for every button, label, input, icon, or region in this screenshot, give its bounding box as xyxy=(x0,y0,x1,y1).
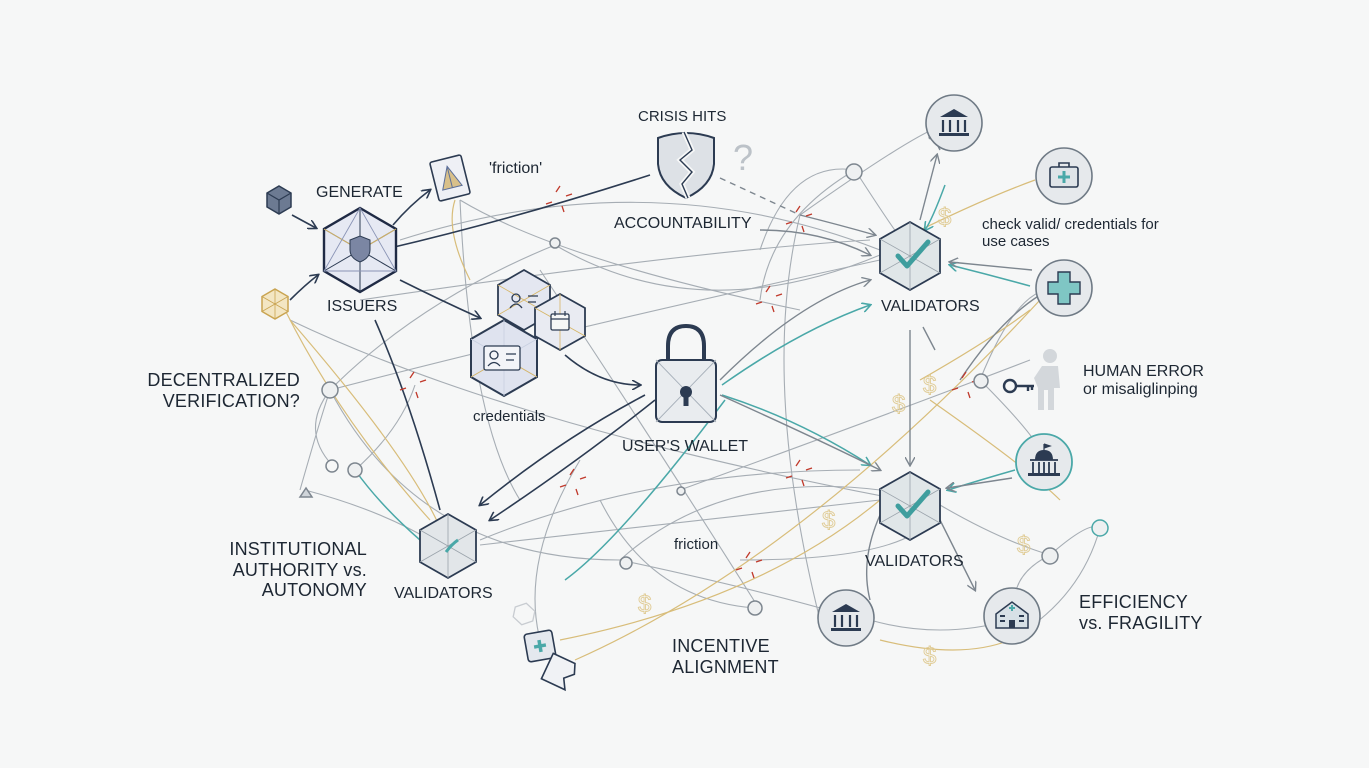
svg-text:$: $ xyxy=(938,204,951,231)
gold-hex-icon xyxy=(512,601,536,627)
svg-text:$: $ xyxy=(923,372,936,399)
person-key-icon xyxy=(1004,349,1060,410)
gray-arrows xyxy=(720,130,1040,600)
issuer-hexagon-icon xyxy=(324,208,396,292)
label-efficiency-fragility: EFFICIENCY vs. FRAGILITY xyxy=(1079,592,1203,633)
broken-shield-icon xyxy=(658,132,714,198)
label-institutional-authority: INSTITUTIONAL AUTHORITY vs. AUTONOMY xyxy=(200,539,367,601)
label-friction: friction xyxy=(674,536,718,553)
label-line: EFFICIENCY xyxy=(1079,592,1203,613)
label-line: use cases xyxy=(982,233,1159,250)
svg-text:$: $ xyxy=(892,391,905,418)
label-human-error: HUMAN ERROR or misaliglinping xyxy=(1083,363,1204,400)
medical-kit-icon xyxy=(1036,148,1092,204)
small-cube-icon xyxy=(267,186,291,214)
svg-text:$: $ xyxy=(923,643,936,670)
label-line: AUTHORITY vs. xyxy=(200,560,367,581)
label-crisis-hits: CRISIS HITS xyxy=(638,108,726,125)
label-check-credentials: check valid/ credentials for use cases xyxy=(982,216,1159,251)
label-line: or misaliglinping xyxy=(1083,381,1204,399)
bank-icon xyxy=(926,95,982,151)
label-validators-top: VALIDATORS xyxy=(881,298,980,316)
document-icon xyxy=(430,155,471,202)
label-line: check valid/ credentials for xyxy=(982,216,1159,233)
label-generate: GENERATE xyxy=(316,184,403,202)
label-friction-quote: 'friction' xyxy=(489,160,542,178)
label-line: AUTONOMY xyxy=(200,580,367,601)
credential-card-icon xyxy=(471,320,537,396)
label-line: INCENTIVE xyxy=(672,636,779,657)
svg-text:$: $ xyxy=(822,507,835,534)
validator-hex-icon xyxy=(880,222,940,290)
label-credentials: credentials xyxy=(473,408,546,425)
hospital-icon xyxy=(984,588,1040,644)
label-validators-bottom: VALIDATORS xyxy=(865,553,964,571)
question-mark: ? xyxy=(733,137,753,178)
label-line: HUMAN ERROR xyxy=(1083,363,1204,381)
gold-hex-icon xyxy=(262,289,288,319)
label-users-wallet: USER'S WALLET xyxy=(622,438,748,456)
validator-hex-icon xyxy=(880,472,940,540)
svg-text:$: $ xyxy=(1017,532,1030,559)
label-issuers: ISSUERS xyxy=(327,298,397,316)
label-line: INSTITUTIONAL xyxy=(200,539,367,560)
padlock-icon xyxy=(656,326,716,422)
bank-icon xyxy=(818,590,874,646)
label-incentive-alignment: INCENTIVE ALIGNMENT xyxy=(672,636,779,677)
label-line: vs. FRAGILITY xyxy=(1079,613,1203,634)
capitol-icon xyxy=(1016,434,1072,490)
label-decentralized-verification: DECENTRALIZED VERIFICATION? xyxy=(140,370,300,411)
label-validators-left: VALIDATORS xyxy=(394,585,493,603)
health-cross-icon xyxy=(1036,260,1092,316)
label-accountability: ACCOUNTABILITY xyxy=(614,215,752,233)
label-line: DECENTRALIZED xyxy=(140,370,300,391)
label-line: VERIFICATION? xyxy=(140,391,300,412)
label-line: ALIGNMENT xyxy=(672,657,779,678)
validator-hex-icon xyxy=(420,514,476,578)
svg-text:$: $ xyxy=(638,591,651,618)
